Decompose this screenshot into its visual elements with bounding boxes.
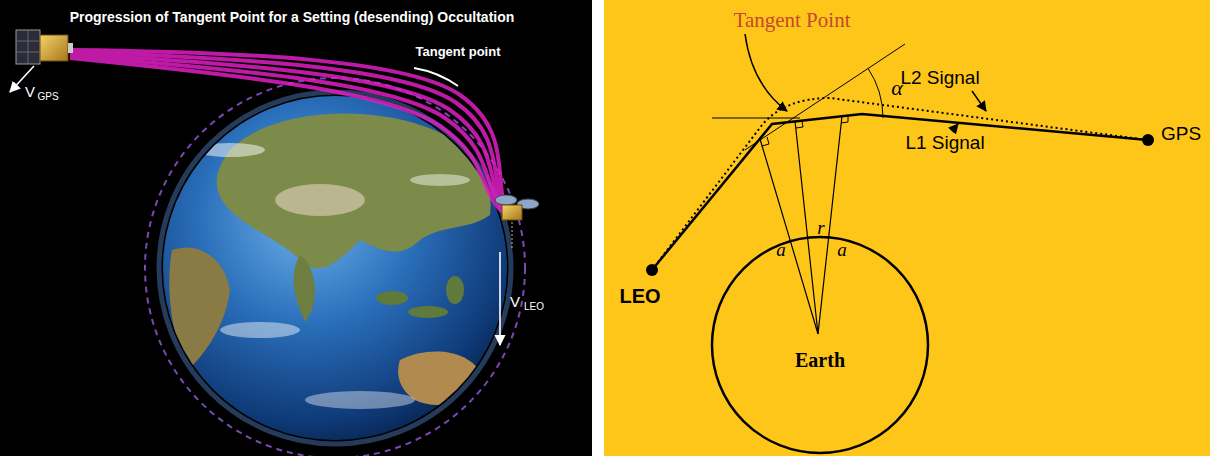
- tangent-point-callout: Tangent Point: [734, 8, 851, 32]
- callout-arrow: [972, 91, 986, 111]
- impact-parameter-symbol: a: [837, 239, 847, 261]
- node-label: Earth: [710, 349, 930, 372]
- ray: [70, 50, 505, 210]
- node-outline: [710, 235, 930, 456]
- earth-circle: Earth: [710, 235, 930, 455]
- right-angle-mark: [796, 121, 803, 128]
- ray: [70, 56, 505, 213]
- satellite-body: [40, 35, 68, 61]
- local-horizontal: [712, 118, 800, 119]
- callout-arrow: [745, 34, 787, 111]
- continents: [169, 114, 490, 409]
- cloud: [195, 143, 265, 157]
- velocity-subscript: GPS: [37, 91, 58, 103]
- himalaya-snow: [275, 184, 365, 216]
- signal-name: L1 Signal: [905, 132, 984, 154]
- island: [408, 306, 448, 318]
- node-text-group: Earth: [710, 349, 930, 372]
- right-angle-mark: [762, 137, 769, 146]
- solar-panel: [16, 30, 40, 64]
- gps-dot: [1142, 134, 1154, 146]
- ray: [70, 54, 505, 212]
- velocity-tether: [512, 222, 513, 248]
- cloud: [410, 174, 470, 186]
- gps-satellite: [16, 30, 73, 64]
- outline-circle: [712, 237, 928, 453]
- space-background: [0, 0, 592, 456]
- leo-dot: [646, 264, 658, 276]
- velocity-symbol: V: [510, 293, 520, 310]
- solar-panel: [495, 195, 517, 205]
- island: [376, 291, 408, 305]
- cloud: [220, 322, 300, 338]
- leo-satellite: [495, 195, 539, 220]
- africa-landmass: [169, 247, 230, 372]
- panel-grid: [16, 30, 40, 64]
- satellite-name: LEO: [619, 285, 660, 308]
- l1-signal-path: [652, 114, 1148, 270]
- panel-background: [604, 0, 1210, 456]
- earth-globe: [163, 96, 507, 440]
- radius-symbol: r: [817, 217, 824, 239]
- radius-line: [795, 121, 818, 334]
- right-angle-mark: [841, 116, 848, 123]
- cloud: [305, 391, 415, 409]
- occultation-rays: [70, 50, 505, 214]
- signal-name: L2 Signal: [900, 67, 979, 89]
- velocity-arrow: [499, 252, 501, 345]
- satellite-name: GPS: [1161, 123, 1201, 145]
- figure-title: Progression of Tangent Point for a Setti…: [70, 9, 515, 25]
- impact-parameter-line: [818, 116, 842, 334]
- island: [446, 276, 464, 304]
- asia-landmass: [217, 114, 491, 269]
- antenna: [68, 43, 73, 53]
- atmosphere-glow: [159, 92, 511, 444]
- satellite-body: [502, 205, 522, 220]
- ray: [70, 58, 505, 214]
- bending-angle-symbol: α: [891, 75, 903, 100]
- l2-signal-path: [652, 98, 1148, 270]
- tangent-marker: [414, 68, 458, 86]
- atmosphere-boundary: [145, 78, 525, 456]
- velocity-subscript: LEO: [524, 301, 544, 313]
- ray-extension: [745, 44, 905, 150]
- bending-angle-arc: [868, 68, 883, 118]
- tangent-point-label: Tangent point: [416, 45, 501, 60]
- velocity-symbol: V: [25, 83, 35, 100]
- callout-arrow: [952, 124, 958, 131]
- india-landmass: [294, 255, 315, 322]
